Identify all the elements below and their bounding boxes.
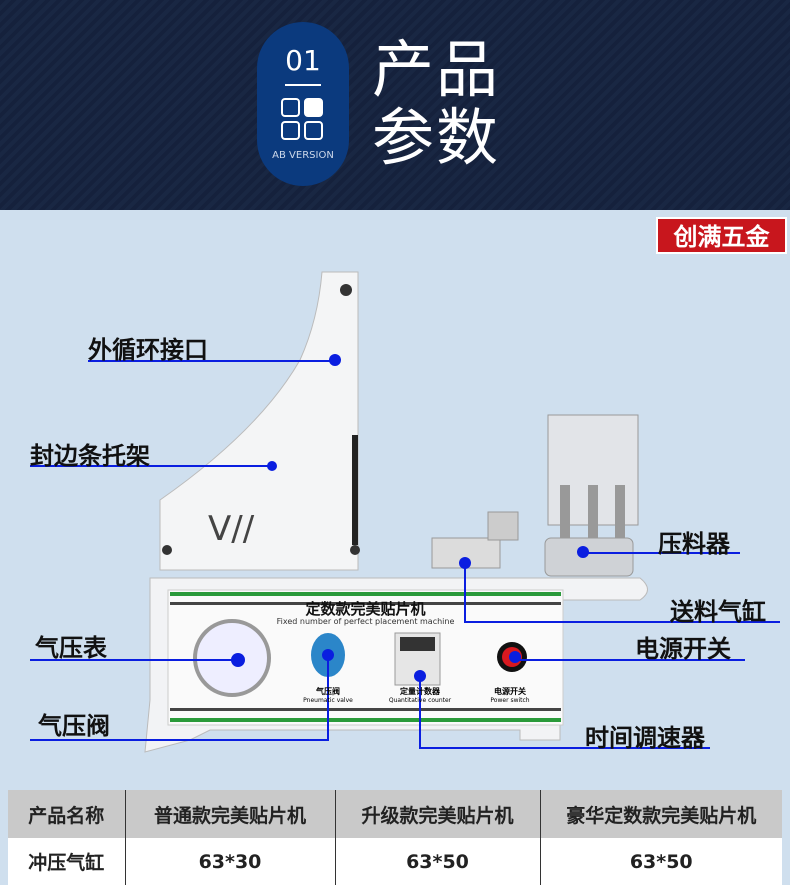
table-row: 冲压气缸 63*30 63*50 63*50: [8, 838, 782, 885]
grid-icon: [281, 98, 325, 142]
callout-pressure-valve: 气压阀: [38, 712, 110, 740]
callout-dots: [231, 354, 589, 682]
panel-subtitle: Fixed number of perfect placement machin…: [276, 617, 455, 626]
table-cell: 63*30: [124, 838, 335, 885]
table-header: 普通款完美贴片机: [124, 790, 335, 838]
callout-feed-cylinder: 送料气缸: [670, 598, 766, 626]
version-label: AB VERSION: [272, 150, 334, 161]
table-header-row: 产品名称 普通款完美贴片机 升级款完美贴片机 豪华定数款完美贴片机: [8, 790, 782, 838]
title-line-2: 参数: [372, 101, 501, 174]
table-header: 产品名称: [8, 790, 125, 838]
table-header: 升级款完美贴片机: [334, 790, 540, 838]
divider: [285, 84, 321, 86]
callout-presser: 压料器: [658, 530, 730, 558]
callout-strip-holder: 封边条托架: [30, 442, 150, 470]
section-pill: 01 AB VERSION: [257, 22, 349, 186]
table-cell: 冲压气缸: [8, 838, 125, 885]
callout-pressure-gauge: 气压表: [35, 634, 107, 662]
svg-text:V//: V//: [208, 509, 255, 549]
table-header: 豪华定数款完美贴片机: [539, 790, 782, 838]
table-cell: 63*50: [539, 838, 782, 885]
section-number: 01: [285, 44, 321, 77]
table-cell: 63*50: [334, 838, 540, 885]
panel-title: 定数款完美贴片机: [305, 600, 426, 618]
brand-badge: 创满五金: [656, 217, 787, 254]
callout-ext-interface: 外循环接口: [88, 336, 208, 364]
slot: [352, 435, 358, 545]
spec-table: 产品名称 普通款完美贴片机 升级款完美贴片机 豪华定数款完美贴片机 冲压气缸 6…: [8, 790, 782, 885]
support-plate: [159, 271, 359, 571]
callout-timer: 时间调速器: [585, 724, 705, 752]
callout-lines: [30, 360, 780, 749]
callout-power-switch: 电源开关: [635, 635, 731, 663]
page-title: 产品 参数: [372, 36, 500, 172]
header-banner: 01 AB VERSION 产品 参数: [0, 0, 790, 210]
title-line-1: 产品: [372, 33, 501, 106]
